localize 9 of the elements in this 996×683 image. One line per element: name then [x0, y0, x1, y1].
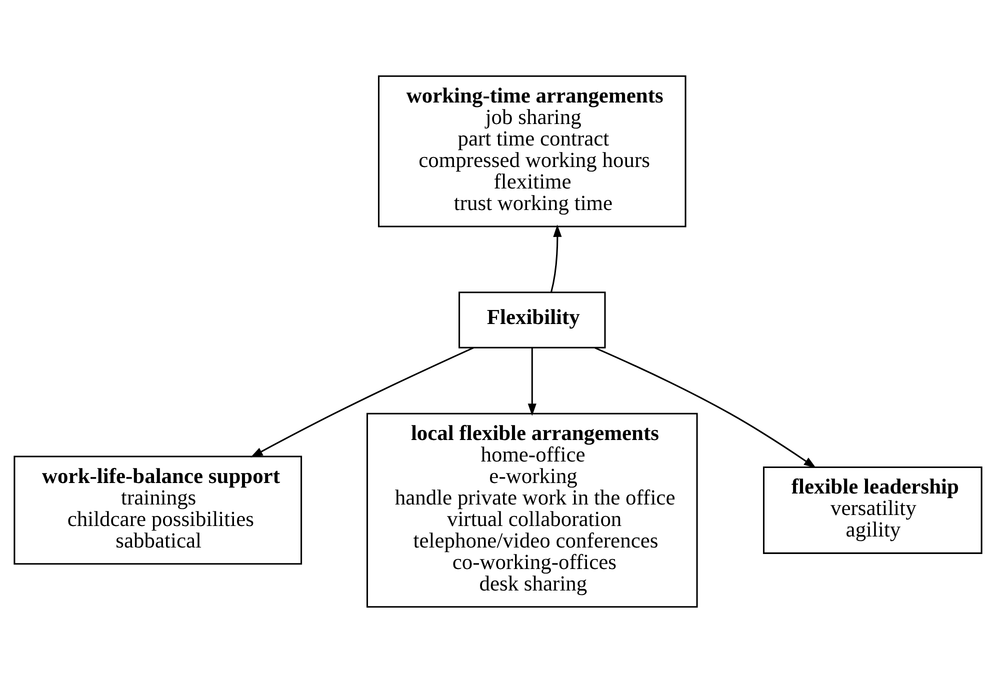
- arrow: [550, 224, 562, 292]
- node-box: working-time arrangements job sharing part time contract compressed working hours flexitime trust working time: [378, 75, 686, 228]
- arrow: [250, 346, 474, 458]
- node-box: work-life-balance support trainings childcare possibilities sabbatical: [14, 456, 302, 565]
- node-box: Flexibility: [458, 292, 606, 348]
- arrow: [528, 348, 536, 416]
- node-box: flexible leadership versatility agility: [762, 466, 982, 554]
- arrow: [594, 347, 816, 468]
- node-box: local flexible arrangements home-office e-working handle private work in the office virtual collaboration telephone/video conferences co-working-offices desk sharing: [366, 412, 698, 608]
